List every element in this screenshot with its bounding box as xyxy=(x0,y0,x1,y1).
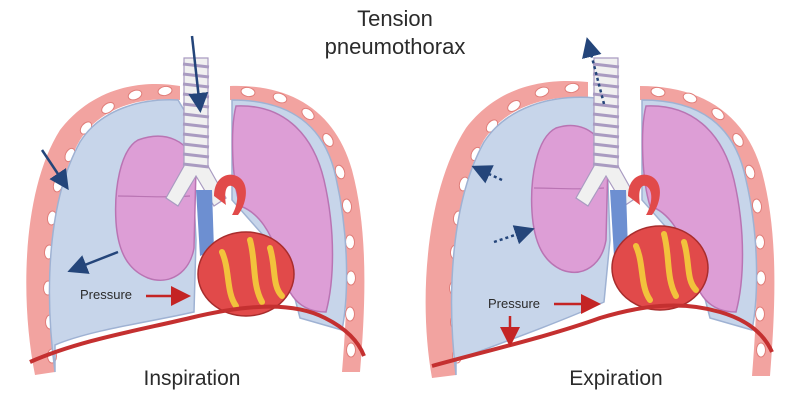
chest-wall-left-exp xyxy=(425,80,588,378)
diaphragm xyxy=(29,304,366,364)
rib xyxy=(682,92,698,104)
air-out-arrow-trachea xyxy=(582,37,606,105)
trachea-ring xyxy=(592,82,620,89)
trachea-ring xyxy=(182,152,210,159)
rib xyxy=(346,342,356,358)
rib xyxy=(344,234,356,250)
expiration-panel xyxy=(425,37,775,378)
trachea-ring xyxy=(592,152,620,159)
rib xyxy=(711,107,725,121)
chest-wall-right xyxy=(230,85,365,372)
rib xyxy=(507,100,521,112)
rib xyxy=(754,234,766,250)
rib xyxy=(732,133,744,147)
rib xyxy=(751,198,763,214)
air-trapped-arrow-side xyxy=(493,225,535,245)
trachea-ring xyxy=(182,142,210,149)
inspiration-panel xyxy=(26,35,366,375)
rib xyxy=(755,306,765,322)
superior-vena-cava-exp xyxy=(610,190,628,256)
trachea-ring xyxy=(182,162,210,169)
trachea-ring xyxy=(182,122,210,129)
diagram-title-line-1: Tension xyxy=(357,6,433,31)
chest-wall-right-exp xyxy=(640,86,775,376)
caption-inspiration: Inspiration xyxy=(143,367,241,390)
trachea-ring xyxy=(592,112,620,119)
trachea-ring xyxy=(182,82,210,89)
superior-vena-cava xyxy=(196,190,214,256)
rib xyxy=(322,133,334,147)
trachea-ring xyxy=(592,142,620,149)
rib xyxy=(346,270,356,286)
rib xyxy=(157,85,173,97)
rib xyxy=(127,89,143,101)
pressure-label-expiration: Pressure xyxy=(488,296,541,311)
trachea-ring xyxy=(182,132,210,139)
trachea-ring xyxy=(182,112,210,119)
rib xyxy=(756,270,766,286)
aortic-arch xyxy=(214,174,246,215)
rib xyxy=(564,82,580,94)
coronary-fat xyxy=(219,237,285,309)
rib xyxy=(240,86,256,98)
trachea-ring xyxy=(592,62,620,69)
rib xyxy=(650,86,666,98)
rib xyxy=(301,107,315,121)
rib xyxy=(534,86,550,98)
heart xyxy=(197,231,295,317)
rib xyxy=(345,306,355,322)
trachea-ring xyxy=(592,122,620,129)
air-trapped-arrow-up xyxy=(471,165,503,184)
coronary-fat-exp xyxy=(633,231,699,303)
trachea-ring xyxy=(592,132,620,139)
rib xyxy=(272,92,288,104)
caption-expiration: Expiration xyxy=(569,367,663,390)
air-in-arrow-wound xyxy=(40,149,69,191)
pressure-label-inspiration: Pressure xyxy=(80,287,133,302)
air-in-arrow-trachea xyxy=(188,35,209,113)
air-flow-arrow xyxy=(67,250,119,274)
aortic-arch-exp xyxy=(628,174,660,215)
rib xyxy=(101,102,115,114)
expanded-lung-exp xyxy=(641,105,744,313)
trachea-ring xyxy=(592,162,620,169)
diagram-title-line-2: pneumothorax xyxy=(324,34,466,59)
rib xyxy=(756,342,766,358)
trachea xyxy=(165,57,227,207)
trachea-ring xyxy=(592,102,620,109)
trachea-ring xyxy=(592,92,620,99)
rib xyxy=(744,164,756,180)
heart-exp xyxy=(611,225,709,311)
rib xyxy=(341,198,353,214)
